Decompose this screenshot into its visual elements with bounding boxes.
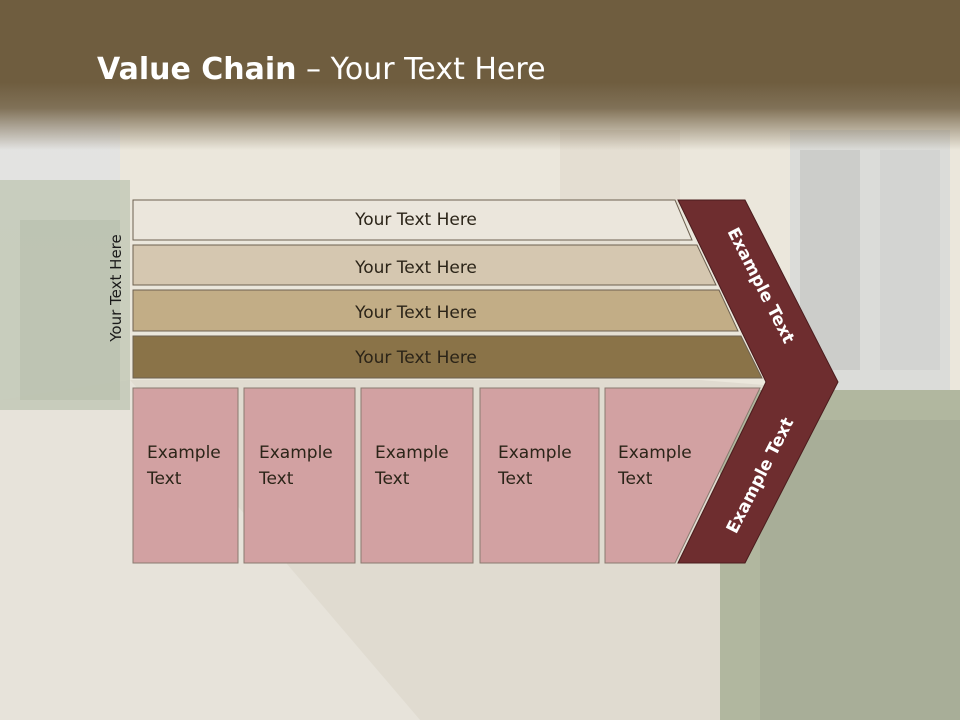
- svg-text:Text: Text: [374, 639, 410, 659]
- side-label: Your Text Here: [107, 234, 125, 342]
- svg-text:Example: Example: [618, 665, 692, 685]
- box-5: [604, 387, 761, 564]
- title-rest: – Your Text Here: [296, 52, 546, 87]
- box-2-line2: Text: [258, 469, 294, 489]
- box-2: [243, 387, 356, 564]
- box-1-line2: Text: [146, 469, 182, 489]
- box-3: [360, 387, 474, 564]
- svg-text:Text: Text: [258, 639, 294, 659]
- title-bold: Value Chain: [97, 52, 297, 87]
- bar-1: [132, 199, 693, 241]
- svg-text:Text: Text: [617, 639, 653, 659]
- box-4: [479, 387, 600, 564]
- diagram-reflection: Example Text Example Text Example Text E…: [133, 565, 825, 720]
- slide-title: Value Chain – Your Text Here: [97, 52, 546, 87]
- svg-text:Example: Example: [147, 665, 221, 685]
- svg-text:Example: Example: [498, 665, 572, 685]
- box-4-line1: Example: [498, 443, 572, 463]
- header-band: [0, 0, 960, 150]
- chevron-arrow: [677, 199, 839, 564]
- box-1: [132, 387, 239, 564]
- box-5-line1: Example: [618, 443, 692, 463]
- box-3-line1: Example: [375, 443, 449, 463]
- bar-3: [132, 289, 739, 332]
- bar-1-label: Your Text Here: [354, 210, 477, 230]
- box-4-line2: Text: [497, 469, 533, 489]
- svg-text:Example: Example: [375, 665, 449, 685]
- bar-3-label: Your Text Here: [354, 303, 477, 323]
- bar-2: [132, 244, 717, 286]
- bar-4-label: Your Text Here: [354, 348, 477, 368]
- svg-text:Text: Text: [497, 639, 533, 659]
- svg-text:Text: Text: [146, 639, 182, 659]
- box-5-line2: Text: [617, 469, 653, 489]
- box-1-line1: Example: [147, 443, 221, 463]
- box-2-line1: Example: [259, 443, 333, 463]
- bar-4: [132, 335, 763, 379]
- box-3-line2: Text: [374, 469, 410, 489]
- bar-2-label: Your Text Here: [354, 258, 477, 278]
- svg-text:Example: Example: [259, 665, 333, 685]
